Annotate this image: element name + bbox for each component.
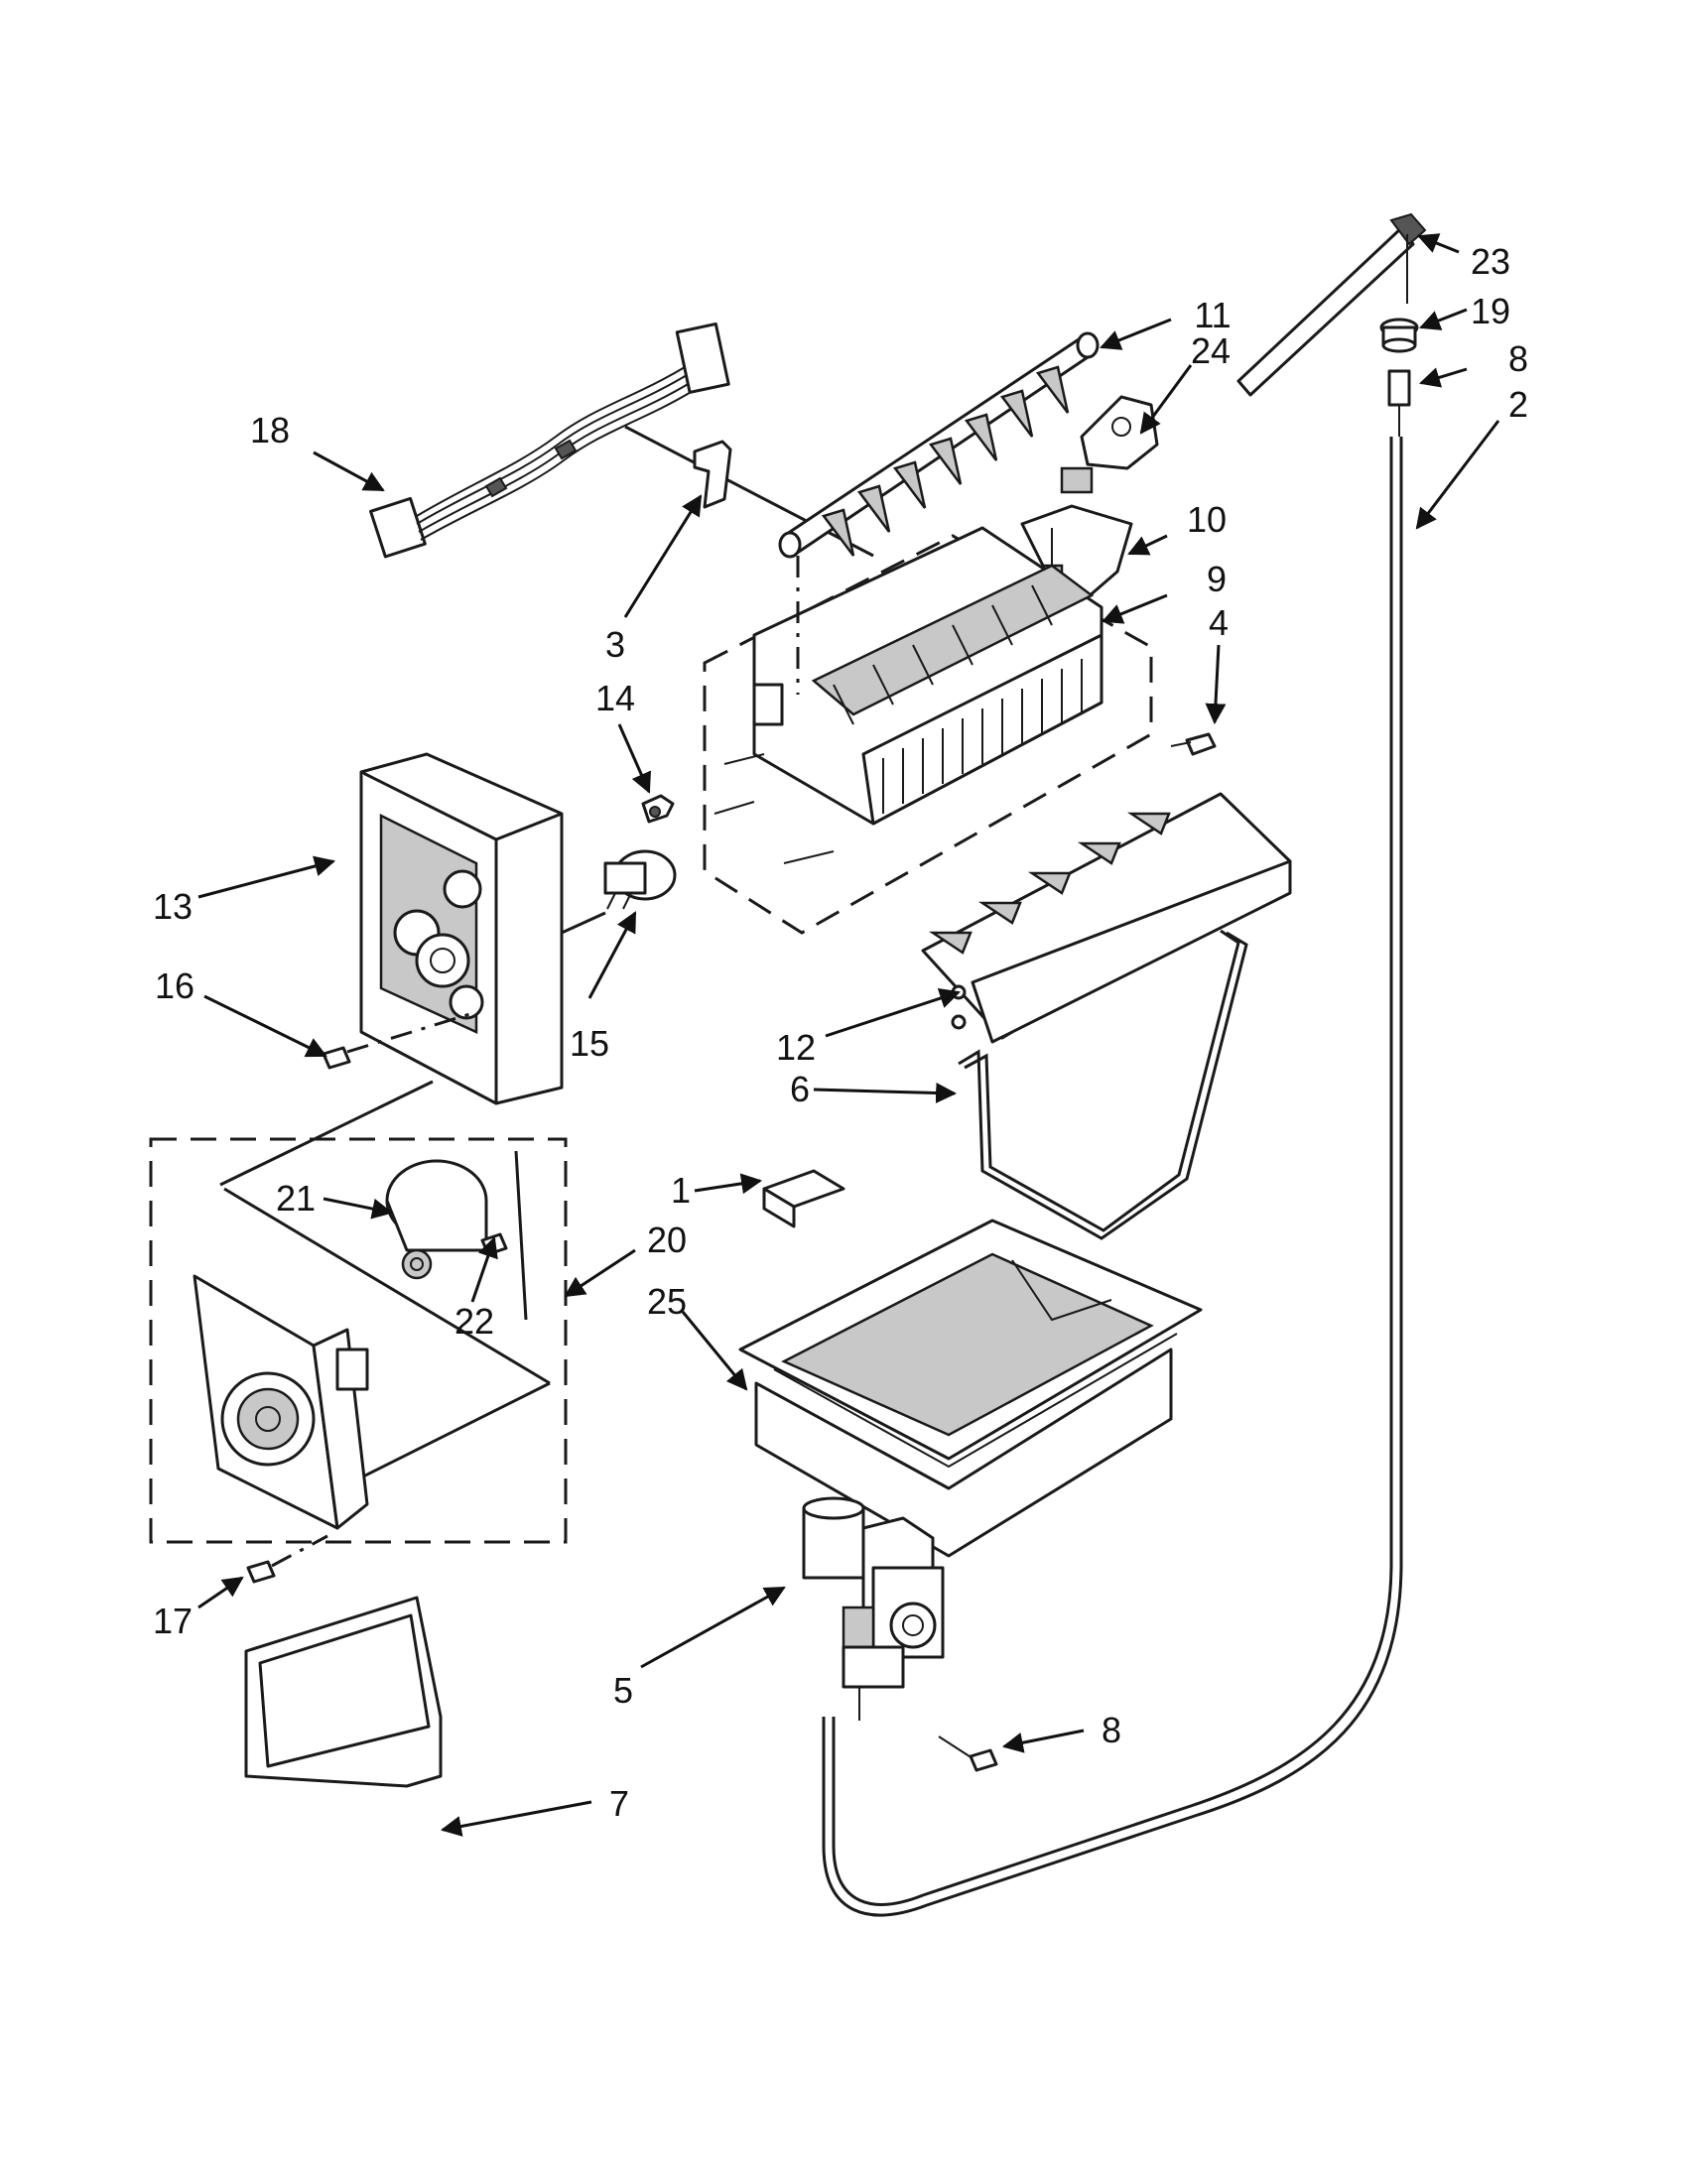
motor-part (385, 1159, 488, 1280)
callout-1: 1 (671, 1170, 691, 1211)
ice-stripper-part (921, 792, 1292, 1044)
ejector-part (778, 331, 1100, 559)
callout-16: 16 (155, 965, 195, 1006)
callout-9: 9 (1207, 559, 1227, 599)
callout-labels: 23 19 8 2 11 24 10 9 4 18 3 14 13 15 16 … (153, 241, 1528, 1824)
callout-8-lower: 8 (1102, 1710, 1121, 1750)
callout-8-upper: 8 (1508, 338, 1528, 379)
wire-harness-part (369, 321, 874, 559)
callout-18: 18 (250, 410, 290, 450)
arm-part (1060, 395, 1159, 494)
callout-24: 24 (1191, 330, 1231, 371)
grommet-part (1379, 318, 1419, 353)
callout-5: 5 (613, 1670, 633, 1711)
spring-clip-part (641, 794, 675, 824)
shaft-part (480, 1150, 528, 1321)
callout-21: 21 (276, 1178, 316, 1219)
callout-14: 14 (595, 678, 635, 718)
screw-part-16 (322, 1010, 477, 1070)
callout-17: 17 (153, 1601, 193, 1641)
callout-11: 11 (1194, 295, 1231, 335)
callout-4: 4 (1209, 602, 1229, 643)
callout-22: 22 (454, 1301, 494, 1342)
thermostat-part (603, 849, 677, 910)
tube-fitting-part (1387, 369, 1411, 437)
callout-6: 6 (790, 1069, 810, 1109)
callout-leaders (197, 233, 1500, 1837)
callout-10: 10 (1187, 499, 1227, 540)
callout-25: 25 (647, 1281, 687, 1322)
cover-part (244, 1596, 443, 1788)
callout-3: 3 (605, 624, 625, 665)
screw-part-4 (1170, 732, 1217, 756)
callout-23: 23 (1471, 241, 1510, 282)
screw-part-8-lower (938, 1735, 998, 1772)
callout-19: 19 (1471, 291, 1510, 331)
motor-housing-part (359, 752, 606, 1105)
callout-12: 12 (776, 1027, 816, 1068)
screw-part-17 (246, 1534, 328, 1584)
ice-mold-part (703, 526, 1153, 935)
clip-part (693, 440, 732, 509)
small-bracket-part (762, 1169, 845, 1228)
callout-15: 15 (570, 1023, 609, 1064)
callout-20: 20 (647, 1220, 687, 1260)
shutoff-arm-part (958, 929, 1248, 1240)
water-tube-part (822, 437, 1403, 1917)
callout-7: 7 (609, 1783, 629, 1824)
callout-13: 13 (153, 886, 193, 927)
callout-2: 2 (1508, 384, 1528, 425)
fill-tube-part (1236, 212, 1427, 397)
water-valve-part (802, 1496, 945, 1721)
motor-assembly-group (149, 1080, 568, 1544)
